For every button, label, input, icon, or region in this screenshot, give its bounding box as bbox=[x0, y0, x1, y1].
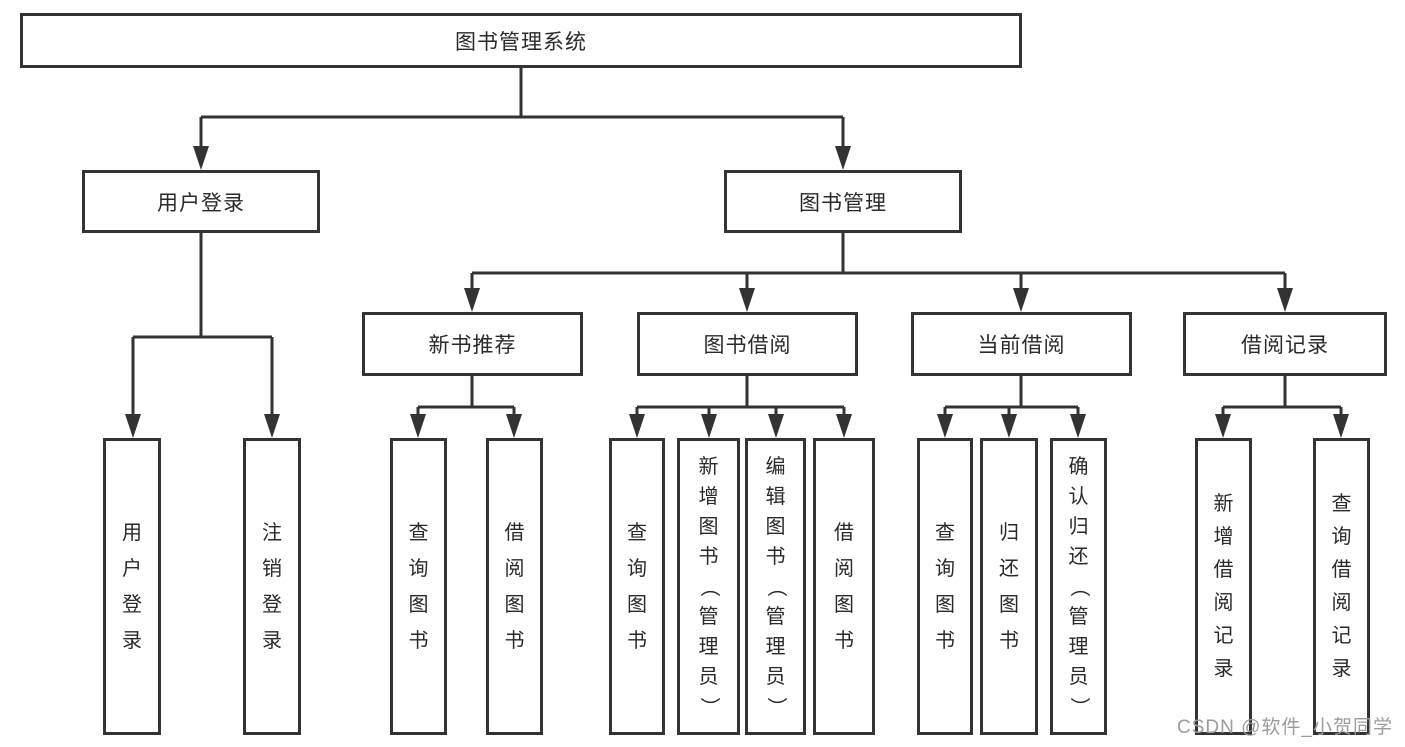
leaf-borrow-books-1-label: 借阅图书 bbox=[504, 521, 525, 652]
node-root: 图书管理系统 bbox=[20, 13, 1022, 68]
watermark: CSDN @软件_小贺同学 bbox=[1177, 717, 1393, 738]
leaf-logout: 注销登录 bbox=[243, 438, 301, 735]
leaf-query-books-3: 查询图书 bbox=[917, 438, 973, 735]
leaf-add-borrow-record-label: 新增借阅记录 bbox=[1213, 493, 1234, 680]
leaf-confirm-return-admin: 确认归还（管理员） bbox=[1050, 438, 1107, 735]
leaf-borrow-books-2: 借阅图书 bbox=[813, 438, 875, 735]
node-borrow-records: 借阅记录 bbox=[1183, 312, 1387, 376]
node-new-book-recommend: 新书推荐 bbox=[362, 312, 583, 376]
leaf-query-books-2: 查询图书 bbox=[609, 438, 665, 735]
node-current-borrow: 当前借阅 bbox=[911, 312, 1132, 376]
leaf-return-book-label: 归还图书 bbox=[999, 521, 1019, 652]
leaf-borrow-books-2-label: 借阅图书 bbox=[834, 521, 854, 652]
leaf-query-books-1: 查询图书 bbox=[390, 438, 447, 735]
connector-path bbox=[131, 68, 1343, 416]
leaf-query-books-1-label: 查询图书 bbox=[408, 521, 429, 652]
node-user-login: 用户登录 bbox=[82, 170, 320, 233]
leaf-add-book-admin-label: 新增图书（管理员） bbox=[697, 455, 720, 717]
leaf-query-books-2-label: 查询图书 bbox=[627, 521, 647, 652]
leaf-query-books-3-label: 查询图书 bbox=[935, 521, 955, 652]
leaf-confirm-return-admin-label: 确认归还（管理员） bbox=[1067, 455, 1090, 717]
leaf-logout-label: 注销登录 bbox=[262, 521, 282, 652]
leaf-query-borrow-record: 查询借阅记录 bbox=[1313, 438, 1370, 735]
leaf-user-login-label: 用户登录 bbox=[122, 521, 142, 652]
leaf-return-book: 归还图书 bbox=[980, 438, 1038, 735]
node-book-borrow: 图书借阅 bbox=[637, 312, 858, 376]
leaf-user-login: 用户登录 bbox=[103, 438, 161, 735]
leaf-add-book-admin: 新增图书（管理员） bbox=[677, 438, 740, 735]
node-book-management: 图书管理 bbox=[724, 170, 962, 233]
leaf-query-borrow-record-label: 查询借阅记录 bbox=[1331, 493, 1352, 680]
leaf-edit-book-admin-label: 编辑图书（管理员） bbox=[764, 455, 787, 717]
leaf-borrow-books-1: 借阅图书 bbox=[486, 438, 543, 735]
leaf-add-borrow-record: 新增借阅记录 bbox=[1195, 438, 1252, 735]
leaf-edit-book-admin: 编辑图书（管理员） bbox=[745, 438, 806, 735]
